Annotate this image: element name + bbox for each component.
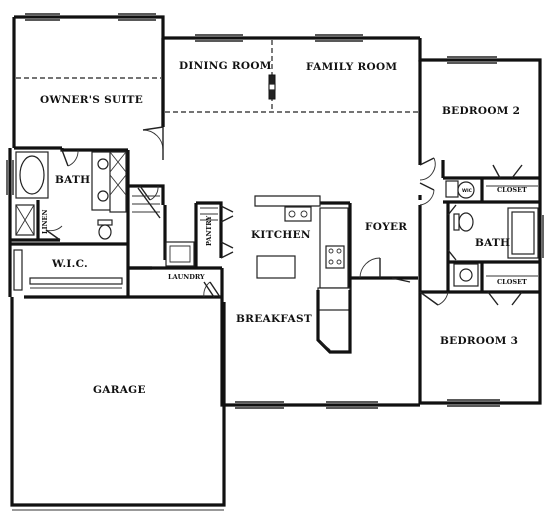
wic-label: W.I.C. [51, 258, 88, 270]
toilet [98, 224, 112, 240]
foyer-label: FOYER [365, 221, 407, 233]
room-labels: OWNER'S SUITE DINING ROOM FAMILY ROOM BE… [40, 60, 527, 396]
secondary-toilet [458, 212, 474, 232]
bedroom-2-label: BEDROOM 2 [442, 105, 520, 117]
dining-room-label: DINING ROOM [179, 60, 272, 72]
wic-hamper [457, 181, 475, 199]
column-detail [268, 83, 276, 91]
exterior-walls [8, 15, 542, 507]
secondary-bath-label: BATH [475, 237, 510, 249]
linen-label: LINEN [41, 209, 49, 234]
closet-lower-label: CLOSET [497, 278, 527, 286]
windows [6, 13, 544, 409]
pantry-label: PANTRY [205, 216, 213, 246]
owners-suite-label: OWNER'S SUITE [40, 94, 143, 106]
bedroom-3-label: BEDROOM 3 [440, 335, 518, 347]
family-room-label: FAMILY ROOM [306, 61, 397, 73]
range [325, 245, 345, 269]
sink [97, 158, 109, 170]
master-bath-label: BATH [55, 174, 90, 186]
kitchen-island [256, 255, 296, 279]
garage-label: GARAGE [93, 384, 146, 396]
laundry-label: LAUNDRY [168, 273, 205, 281]
sink [97, 190, 109, 202]
breakfast-label: BREAKFAST [236, 313, 312, 325]
closet-upper-label: CLOSET [497, 186, 527, 194]
doors [45, 126, 523, 306]
secondary-sink [459, 268, 473, 282]
kitchen-label: KITCHEN [251, 229, 311, 241]
wic-small-label: WIC [462, 188, 473, 194]
fixtures [13, 151, 539, 354]
